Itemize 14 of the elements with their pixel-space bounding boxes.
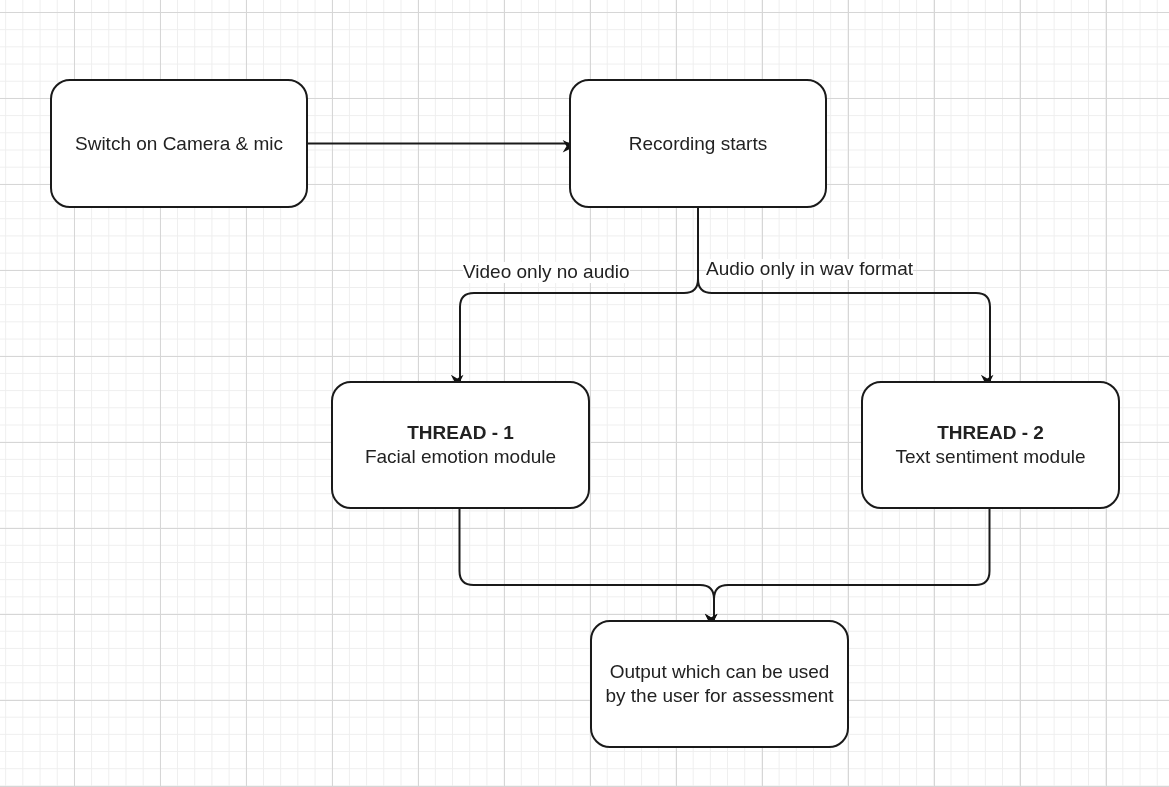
box-text: Switch on Camera & mic bbox=[75, 131, 283, 156]
process-box bbox=[331, 381, 590, 509]
process-box bbox=[861, 381, 1120, 509]
edge-label: Video only no audio bbox=[463, 262, 630, 283]
process-box bbox=[50, 79, 308, 208]
process-box bbox=[590, 620, 849, 748]
box-text: Recording starts bbox=[628, 131, 768, 156]
box-heading: THREAD - 1 bbox=[407, 421, 514, 445]
box-text: Facial emotion module bbox=[364, 445, 557, 469]
box-text: Text sentiment module bbox=[895, 445, 1086, 469]
box-heading: THREAD - 2 bbox=[937, 421, 1044, 445]
box-text: Output which can be used by the user for assessment bbox=[604, 660, 835, 708]
edge-label: Audio only in wav format bbox=[706, 259, 913, 280]
process-box bbox=[569, 79, 827, 208]
